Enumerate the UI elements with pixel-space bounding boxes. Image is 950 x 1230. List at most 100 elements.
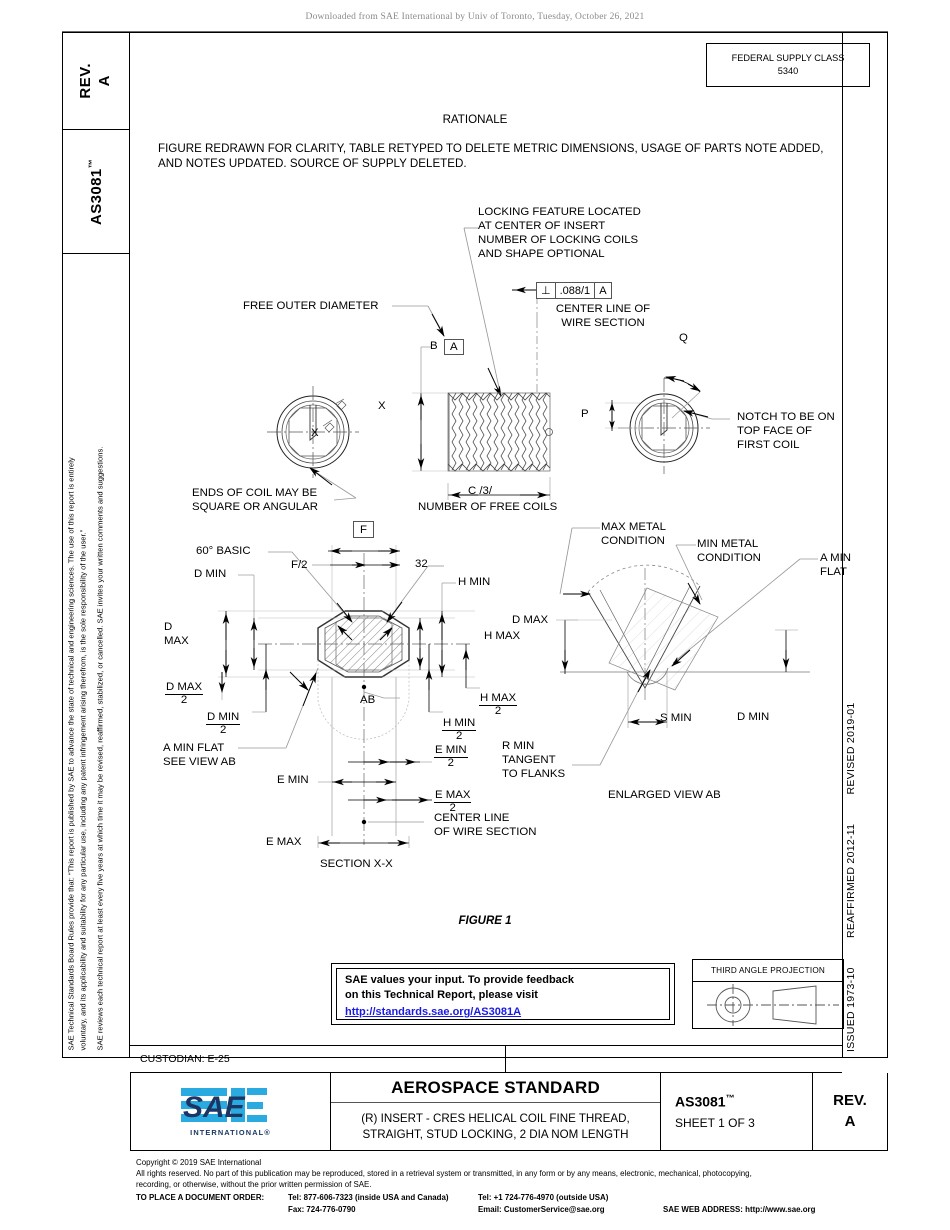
- dim-e-max: E MAX: [266, 836, 302, 848]
- footer-tel-inside: Tel: 877-606-7323 (inside USA and Canada…: [288, 1192, 449, 1202]
- datum-a-box: A: [444, 339, 464, 355]
- fcf-datum: A: [594, 283, 610, 298]
- feedback-link[interactable]: http://standards.sae.org/AS3081A: [345, 1006, 522, 1019]
- dim-e-min: E MIN: [277, 774, 309, 786]
- dim-d-max-ab: D MAX: [512, 614, 549, 626]
- note-ends-of-coil: ENDS OF COIL MAY BE SQUARE OR ANGULAR: [192, 487, 318, 513]
- svg-text:SAE: SAE: [183, 1091, 246, 1124]
- note-r-min-tangent: R MIN TANGENT TO FLANKS: [502, 740, 566, 780]
- drawing-frame: [62, 32, 888, 1058]
- title-block-rev-label: REV.: [833, 1092, 867, 1110]
- feedback-line-1: SAE values your input. To provide feedba…: [345, 974, 575, 986]
- dim-60-basic: 60° BASIC: [196, 545, 251, 557]
- third-angle-projection-symbol: [707, 984, 839, 1026]
- fsc-value: 5340: [777, 66, 799, 76]
- dim-h-max: H MAX: [484, 630, 521, 642]
- third-angle-projection-title: THIRD ANGLE PROJECTION: [693, 960, 843, 982]
- rev-box: REV. A: [62, 32, 130, 130]
- label-enlarged-view-ab: ENLARGED VIEW AB: [608, 789, 721, 801]
- fcf-tolerance: .088/1: [554, 283, 595, 298]
- title-block-middle: AEROSPACE STANDARD (R) INSERT - CRES HEL…: [331, 1073, 661, 1150]
- dim-d-min-over-2: D MIN 2: [206, 711, 241, 737]
- date-strip: ISSUED 1973-10 REAFFIRMED 2012-11 REVISE…: [842, 32, 888, 1058]
- footer-tel-outside: Tel: +1 724-776-4970 (outside USA): [478, 1192, 609, 1202]
- dim-e-max-over-2-den: 2: [449, 801, 456, 814]
- dim-e-min-over-2-num: E MIN: [434, 744, 468, 758]
- dim-d-max-over-2: D MAX 2: [165, 681, 204, 707]
- note-number-free-coils: NUMBER OF FREE COILS: [418, 501, 558, 513]
- note-max-metal-condition: MAX METAL CONDITION: [601, 521, 666, 547]
- header-rule: [62, 31, 888, 32]
- dim-s-min: S MIN: [660, 712, 692, 724]
- dim-h-min-over-2-den: 2: [455, 729, 463, 742]
- standard-type: AEROSPACE STANDARD: [331, 1073, 660, 1103]
- rev-box-value: A: [95, 75, 113, 87]
- note-a-min-flat-right: A MIN FLAT: [820, 552, 852, 578]
- legal-text-strip: SAE Technical Standards Board Rules prov…: [62, 254, 130, 1058]
- document-number-box: AS3081™: [62, 130, 130, 254]
- revised-date: REVISED 2019-01: [845, 702, 857, 795]
- sae-logo: SAE: [179, 1086, 283, 1126]
- note-center-line-wire-top: CENTER LINE OF WIRE SECTION: [555, 303, 651, 329]
- datum-f-box: F: [353, 521, 374, 538]
- rationale-body: FIGURE REDRAWN FOR CLARITY, TABLE RETYPE…: [158, 142, 824, 171]
- issued-date: ISSUED 1973-10: [845, 967, 857, 1052]
- dim-d-min-ab: D MIN: [737, 711, 770, 723]
- footer-copyright: Copyright © 2019 SAE International: [136, 1158, 262, 1167]
- feedback-line-2: on this Technical Report, please visit: [345, 988, 538, 1001]
- section-marker-x-inner: X: [311, 427, 319, 439]
- dim-h-min: H MIN: [458, 576, 491, 588]
- rationale-title: RATIONALE: [442, 113, 508, 126]
- section-marker-x-outer: X: [378, 400, 386, 412]
- dim-f-half: F/2: [291, 559, 308, 571]
- footer-web: SAE WEB ADDRESS: http://www.sae.org: [663, 1204, 816, 1214]
- dim-h-max-over-2-den: 2: [494, 704, 502, 717]
- dim-e-min-over-2: E MIN 2: [434, 744, 468, 770]
- footer-email: Email: CustomerService@sae.org: [478, 1204, 605, 1214]
- figure-caption: FIGURE 1: [458, 915, 512, 927]
- dim-h-max-over-2: H MAX 2: [479, 692, 518, 718]
- sae-logo-cell: SAE INTERNATIONAL®: [131, 1073, 331, 1150]
- legal-line-2: voluntary, and its applicability and sui…: [78, 529, 88, 1050]
- dim-d-min: D MIN: [194, 568, 227, 580]
- document-number: AS3081: [87, 168, 105, 226]
- note-free-outer-diameter: FREE OUTER DIAMETER: [243, 300, 379, 312]
- dim-h-min-over-2: H MIN 2: [442, 717, 477, 743]
- legal-line-1: SAE Technical Standards Board Rules prov…: [66, 456, 76, 1050]
- rev-box-label: REV.: [77, 63, 95, 99]
- sae-logo-subtitle: INTERNATIONAL®: [190, 1128, 271, 1137]
- feedback-box: SAE values your input. To provide feedba…: [331, 963, 675, 1025]
- dim-surface-32: 32: [415, 558, 428, 570]
- note-a-min-flat-left: A MIN FLAT SEE VIEW AB: [163, 742, 236, 768]
- label-view-ab-marker: AB: [360, 694, 376, 706]
- title-block-rev-value: A: [844, 1112, 856, 1130]
- dim-e-min-over-2-den: 2: [447, 756, 454, 769]
- note-locking-feature: LOCKING FEATURE LOCATED AT CENTER OF INS…: [478, 206, 641, 260]
- fcf-perpendicularity-icon: ⊥: [541, 285, 551, 297]
- dim-d-max-over-2-num: D MAX: [165, 681, 204, 695]
- federal-supply-class-box: FEDERAL SUPPLY CLASS 5340: [706, 43, 870, 87]
- feature-control-frame: ⊥ .088/1 A: [536, 282, 612, 299]
- footer-fax: Fax: 724-776-0790: [288, 1204, 356, 1214]
- label-section-xx: SECTION X-X: [320, 858, 393, 870]
- title-block-tm: ™: [725, 1093, 735, 1104]
- dim-b: B: [430, 340, 438, 352]
- dim-q: Q: [679, 332, 688, 344]
- standard-description: (R) INSERT - CRES HELICAL COIL FINE THRE…: [361, 1111, 630, 1141]
- third-angle-projection-box: THIRD ANGLE PROJECTION: [692, 959, 844, 1029]
- footer: Copyright © 2019 SAE International All r…: [136, 1157, 896, 1215]
- dim-d-min-over-2-den: 2: [219, 723, 227, 736]
- dim-p: P: [581, 408, 589, 420]
- dim-c: C /3/: [468, 485, 493, 497]
- dim-h-max-over-2-num: H MAX: [479, 692, 518, 706]
- trademark-symbol: ™: [86, 158, 97, 169]
- title-block-rev: REV. A: [813, 1073, 887, 1150]
- dim-d-min-over-2-num: D MIN: [206, 711, 241, 725]
- custodian-right-cell: [506, 1045, 842, 1073]
- sheet-number: SHEET 1 OF 3: [675, 1115, 755, 1130]
- footer-rights-2: recording, or otherwise, without the pri…: [136, 1180, 372, 1190]
- dim-e-max-over-2-num: E MAX: [434, 789, 472, 803]
- dim-e-max-over-2: E MAX 2: [434, 789, 472, 815]
- note-min-metal-condition: MIN METAL CONDITION: [697, 538, 761, 564]
